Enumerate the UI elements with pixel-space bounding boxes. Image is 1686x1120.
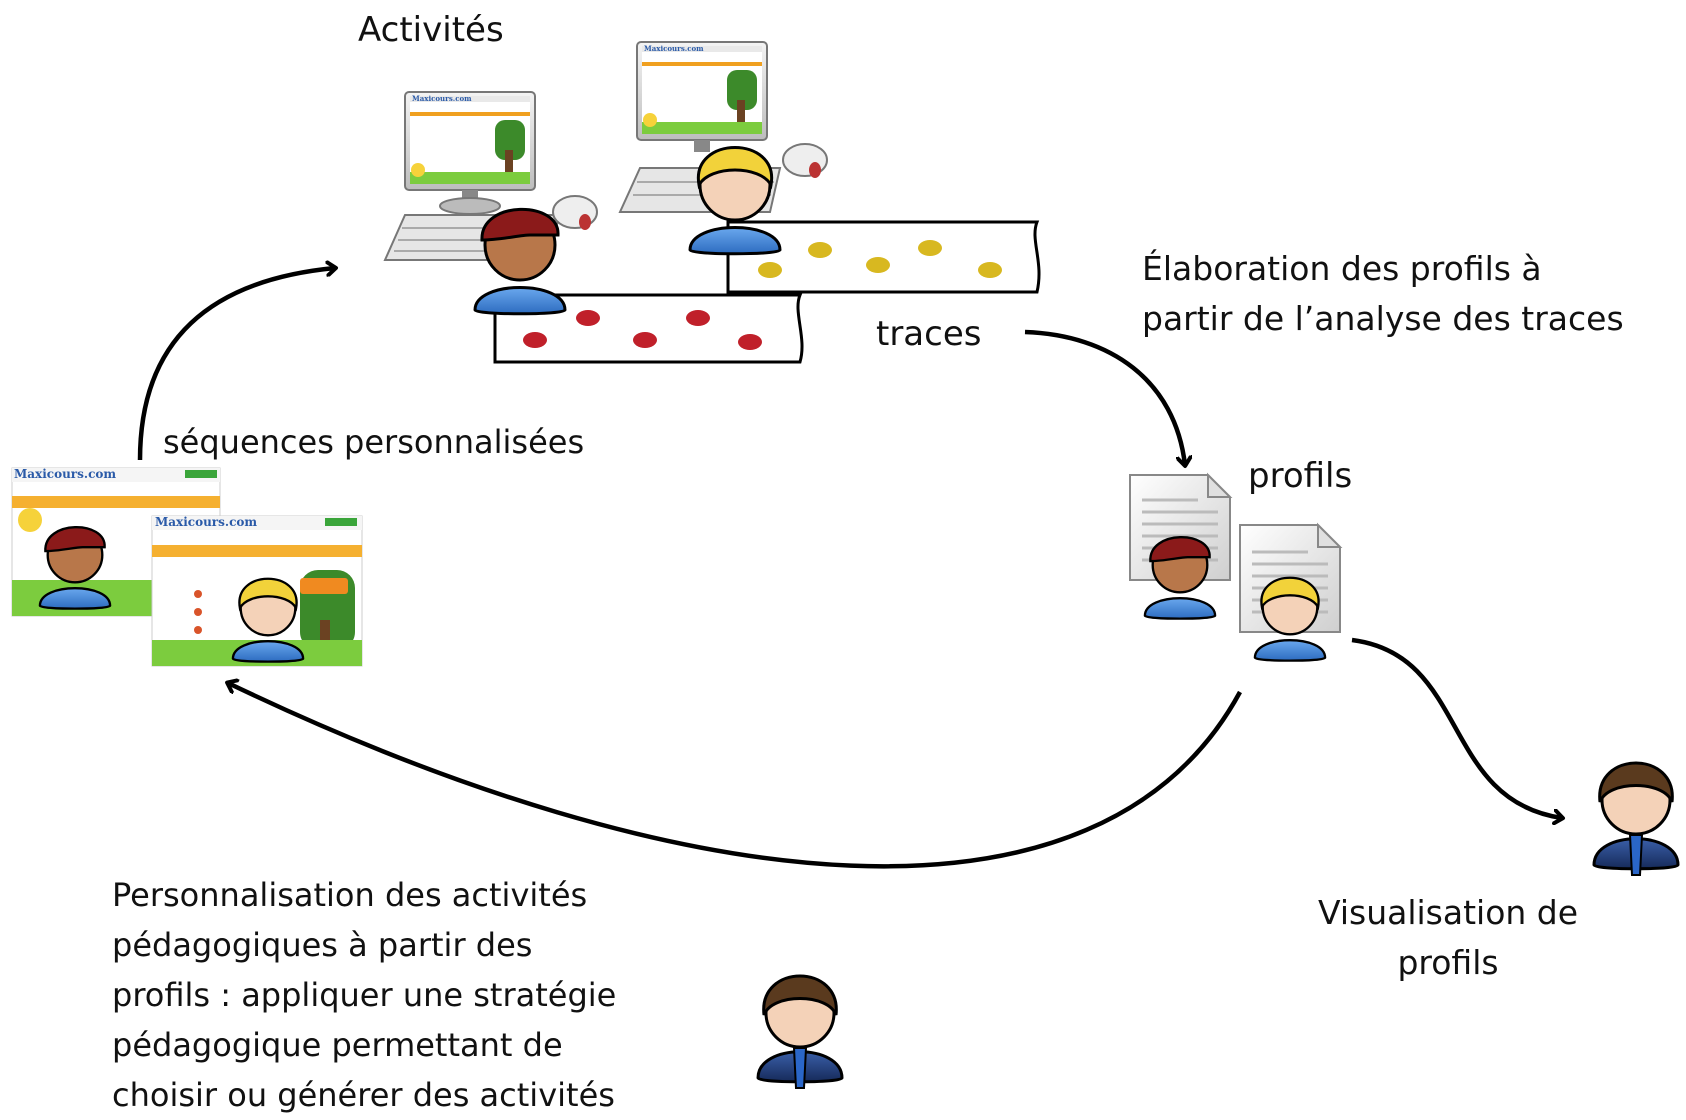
arrow-traces-to-profiles [1024,329,1185,465]
label-profils: profils [1248,456,1353,496]
arrow-profiles-to-sequences [228,683,1242,869]
arrow-profiles-to-visualisation [1351,637,1562,818]
teacher-icon [1592,761,1680,876]
teacher-icon [756,974,844,1089]
student-blond-icon [688,146,782,256]
student-blond-icon [231,577,305,663]
student-cap-icon [473,207,567,316]
student-cap-icon [38,526,112,610]
sequence-screen-front [151,515,363,667]
screen-logo: Maxicours.com [412,94,472,103]
label-visualisation: Visualisation de profils [1318,893,1579,982]
label-activites: Activités [358,10,504,50]
footprint-strip-icon [726,220,1041,294]
label-personnalisation: Personnalisation des activités pédagogiq… [112,876,617,1114]
arrow-to-activities [137,268,335,461]
footprint-strip-icon [493,293,804,364]
student-blond-icon [1253,576,1327,662]
label-sequences: séquences personnalisées [163,423,585,461]
label-traces: traces [876,314,982,354]
screen-logo: Maxicours.com [155,515,258,529]
screen-logo: Maxicours.com [644,44,704,53]
screen-logo: Maxicours.com [14,467,117,481]
student-cap-icon [1143,536,1217,620]
label-elaboration: Élaboration des profils à partir de l’an… [1142,249,1624,338]
